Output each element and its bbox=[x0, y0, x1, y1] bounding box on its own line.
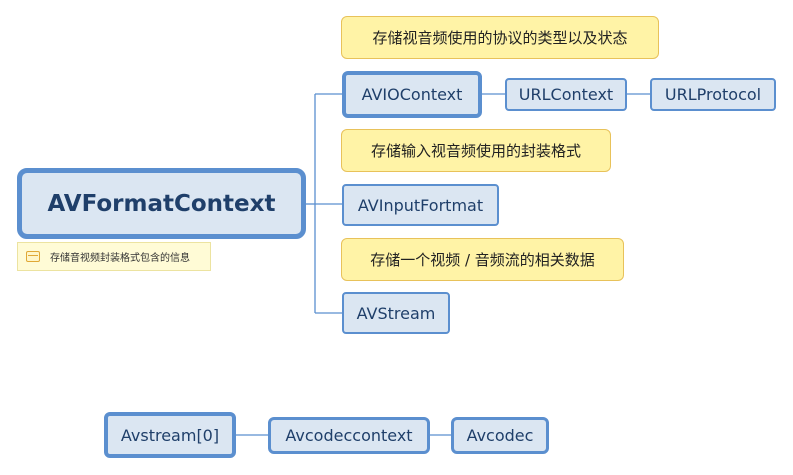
callout-avio: 存储视音频使用的协议的类型以及状态 bbox=[341, 16, 659, 59]
root-note: 存储音视频封装格式包含的信息 bbox=[17, 242, 211, 271]
node-avinput-format-label: AVInputFortmat bbox=[357, 195, 484, 215]
callout-avstream: 存储一个视频 / 音频流的相关数据 bbox=[341, 238, 624, 281]
node-avstream0[interactable]: Avstream[0] bbox=[104, 412, 236, 458]
callout-avio-text: 存储视音频使用的协议的类型以及状态 bbox=[372, 29, 628, 47]
node-avinput-format[interactable]: AVInputFortmat bbox=[342, 184, 499, 226]
node-url-protocol-label: URLProtocol bbox=[664, 85, 762, 104]
node-avstream-label: AVStream bbox=[356, 303, 436, 323]
node-url-protocol[interactable]: URLProtocol bbox=[650, 78, 776, 111]
node-avio-context[interactable]: AVIOContext bbox=[342, 71, 482, 118]
node-url-context-label: URLContext bbox=[518, 85, 614, 104]
node-avio-context-label: AVIOContext bbox=[361, 85, 463, 104]
note-icon bbox=[26, 251, 40, 262]
node-avcodeccontext[interactable]: Avcodeccontext bbox=[268, 417, 430, 454]
node-avcodec-label: Avcodec bbox=[466, 426, 534, 445]
node-avstream0-label: Avstream[0] bbox=[120, 425, 220, 445]
node-url-context[interactable]: URLContext bbox=[505, 78, 627, 111]
root-note-text: 存储音视频封装格式包含的信息 bbox=[50, 253, 190, 264]
node-avstream[interactable]: AVStream bbox=[342, 292, 450, 334]
node-avcodeccontext-label: Avcodeccontext bbox=[285, 426, 413, 445]
root-node-label: AVFormatContext bbox=[47, 190, 276, 217]
callout-avinput-text: 存储输入视音频使用的封装格式 bbox=[370, 142, 581, 160]
callout-avinput: 存储输入视音频使用的封装格式 bbox=[341, 129, 611, 172]
root-node-avformatcontext[interactable]: AVFormatContext bbox=[17, 168, 306, 239]
callout-avstream-text: 存储一个视频 / 音频流的相关数据 bbox=[370, 251, 595, 269]
node-avcodec[interactable]: Avcodec bbox=[451, 417, 549, 454]
